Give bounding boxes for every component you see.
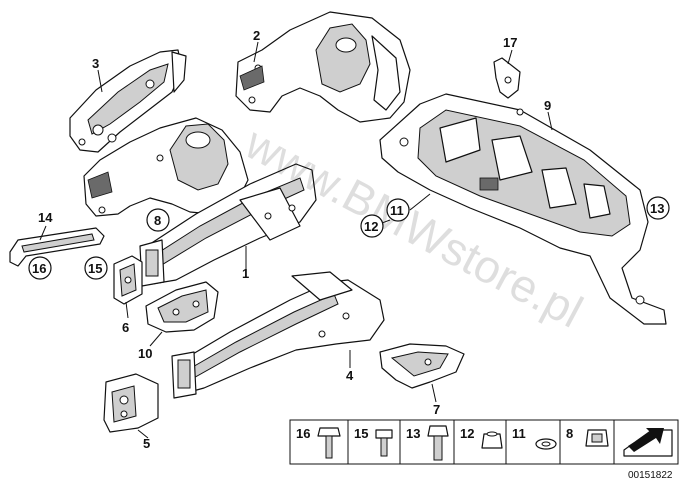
callout-13-circled: 13	[646, 196, 670, 220]
legend-item-13[interactable]: 13	[406, 425, 449, 461]
legend-item-12[interactable]: 12	[460, 426, 503, 449]
part-4-side-rail-lower[interactable]	[171, 271, 385, 399]
part-2-wheel-arch-upper[interactable]	[235, 11, 411, 123]
callout-6: 6	[122, 320, 129, 335]
callout-7: 7	[433, 402, 440, 417]
part-14-strut[interactable]	[9, 227, 105, 267]
callout-3: 3	[92, 56, 99, 71]
svg-text:13: 13	[650, 201, 664, 216]
svg-text:8: 8	[154, 213, 161, 228]
svg-text:13: 13	[406, 426, 420, 441]
svg-text:12: 12	[364, 219, 378, 234]
direction-arrow-icon	[623, 428, 673, 457]
part-7-bracket[interactable]	[379, 343, 465, 389]
callout-16-circled: 16	[28, 256, 52, 280]
svg-text:16: 16	[32, 261, 46, 276]
callout-14: 14	[38, 210, 53, 225]
svg-text:11: 11	[512, 426, 526, 441]
callout-17: 17	[503, 35, 517, 50]
callout-15-circled: 15	[84, 256, 108, 280]
callout-9: 9	[544, 98, 551, 113]
hardware-legend: 16 15 13 12 11 8	[289, 419, 679, 465]
part-wheel-arch-lower[interactable]	[83, 117, 249, 217]
callout-11-circled: 11	[386, 198, 410, 222]
legend-item-16[interactable]: 16	[296, 426, 341, 459]
svg-text:15: 15	[354, 426, 368, 441]
legend-item-15[interactable]: 15	[354, 426, 393, 457]
svg-text:11: 11	[390, 203, 404, 218]
part-1-side-rail-upper[interactable]	[139, 163, 317, 287]
svg-text:12: 12	[460, 426, 474, 441]
part-3-bracket[interactable]	[69, 49, 187, 153]
callout-8-circled: 8	[146, 208, 170, 232]
svg-text:15: 15	[88, 261, 102, 276]
part-5-bracket[interactable]	[103, 373, 159, 433]
callout-2: 2	[253, 28, 260, 43]
callout-5: 5	[143, 436, 150, 451]
legend-item-11[interactable]: 11	[512, 426, 557, 450]
legend-item-8[interactable]: 8	[566, 426, 609, 447]
svg-text:8: 8	[566, 426, 573, 441]
part-17-clip[interactable]	[493, 57, 521, 99]
document-number: 00151822	[628, 470, 673, 481]
svg-text:16: 16	[296, 426, 310, 441]
part-9-front-carrier[interactable]	[379, 93, 667, 325]
callout-10: 10	[138, 346, 152, 361]
part-10-bracket[interactable]	[145, 281, 219, 333]
callout-12-circled: 12	[360, 214, 384, 238]
callout-4: 4	[346, 368, 354, 383]
part-6-bracket[interactable]	[113, 255, 143, 305]
callout-1: 1	[242, 266, 249, 281]
